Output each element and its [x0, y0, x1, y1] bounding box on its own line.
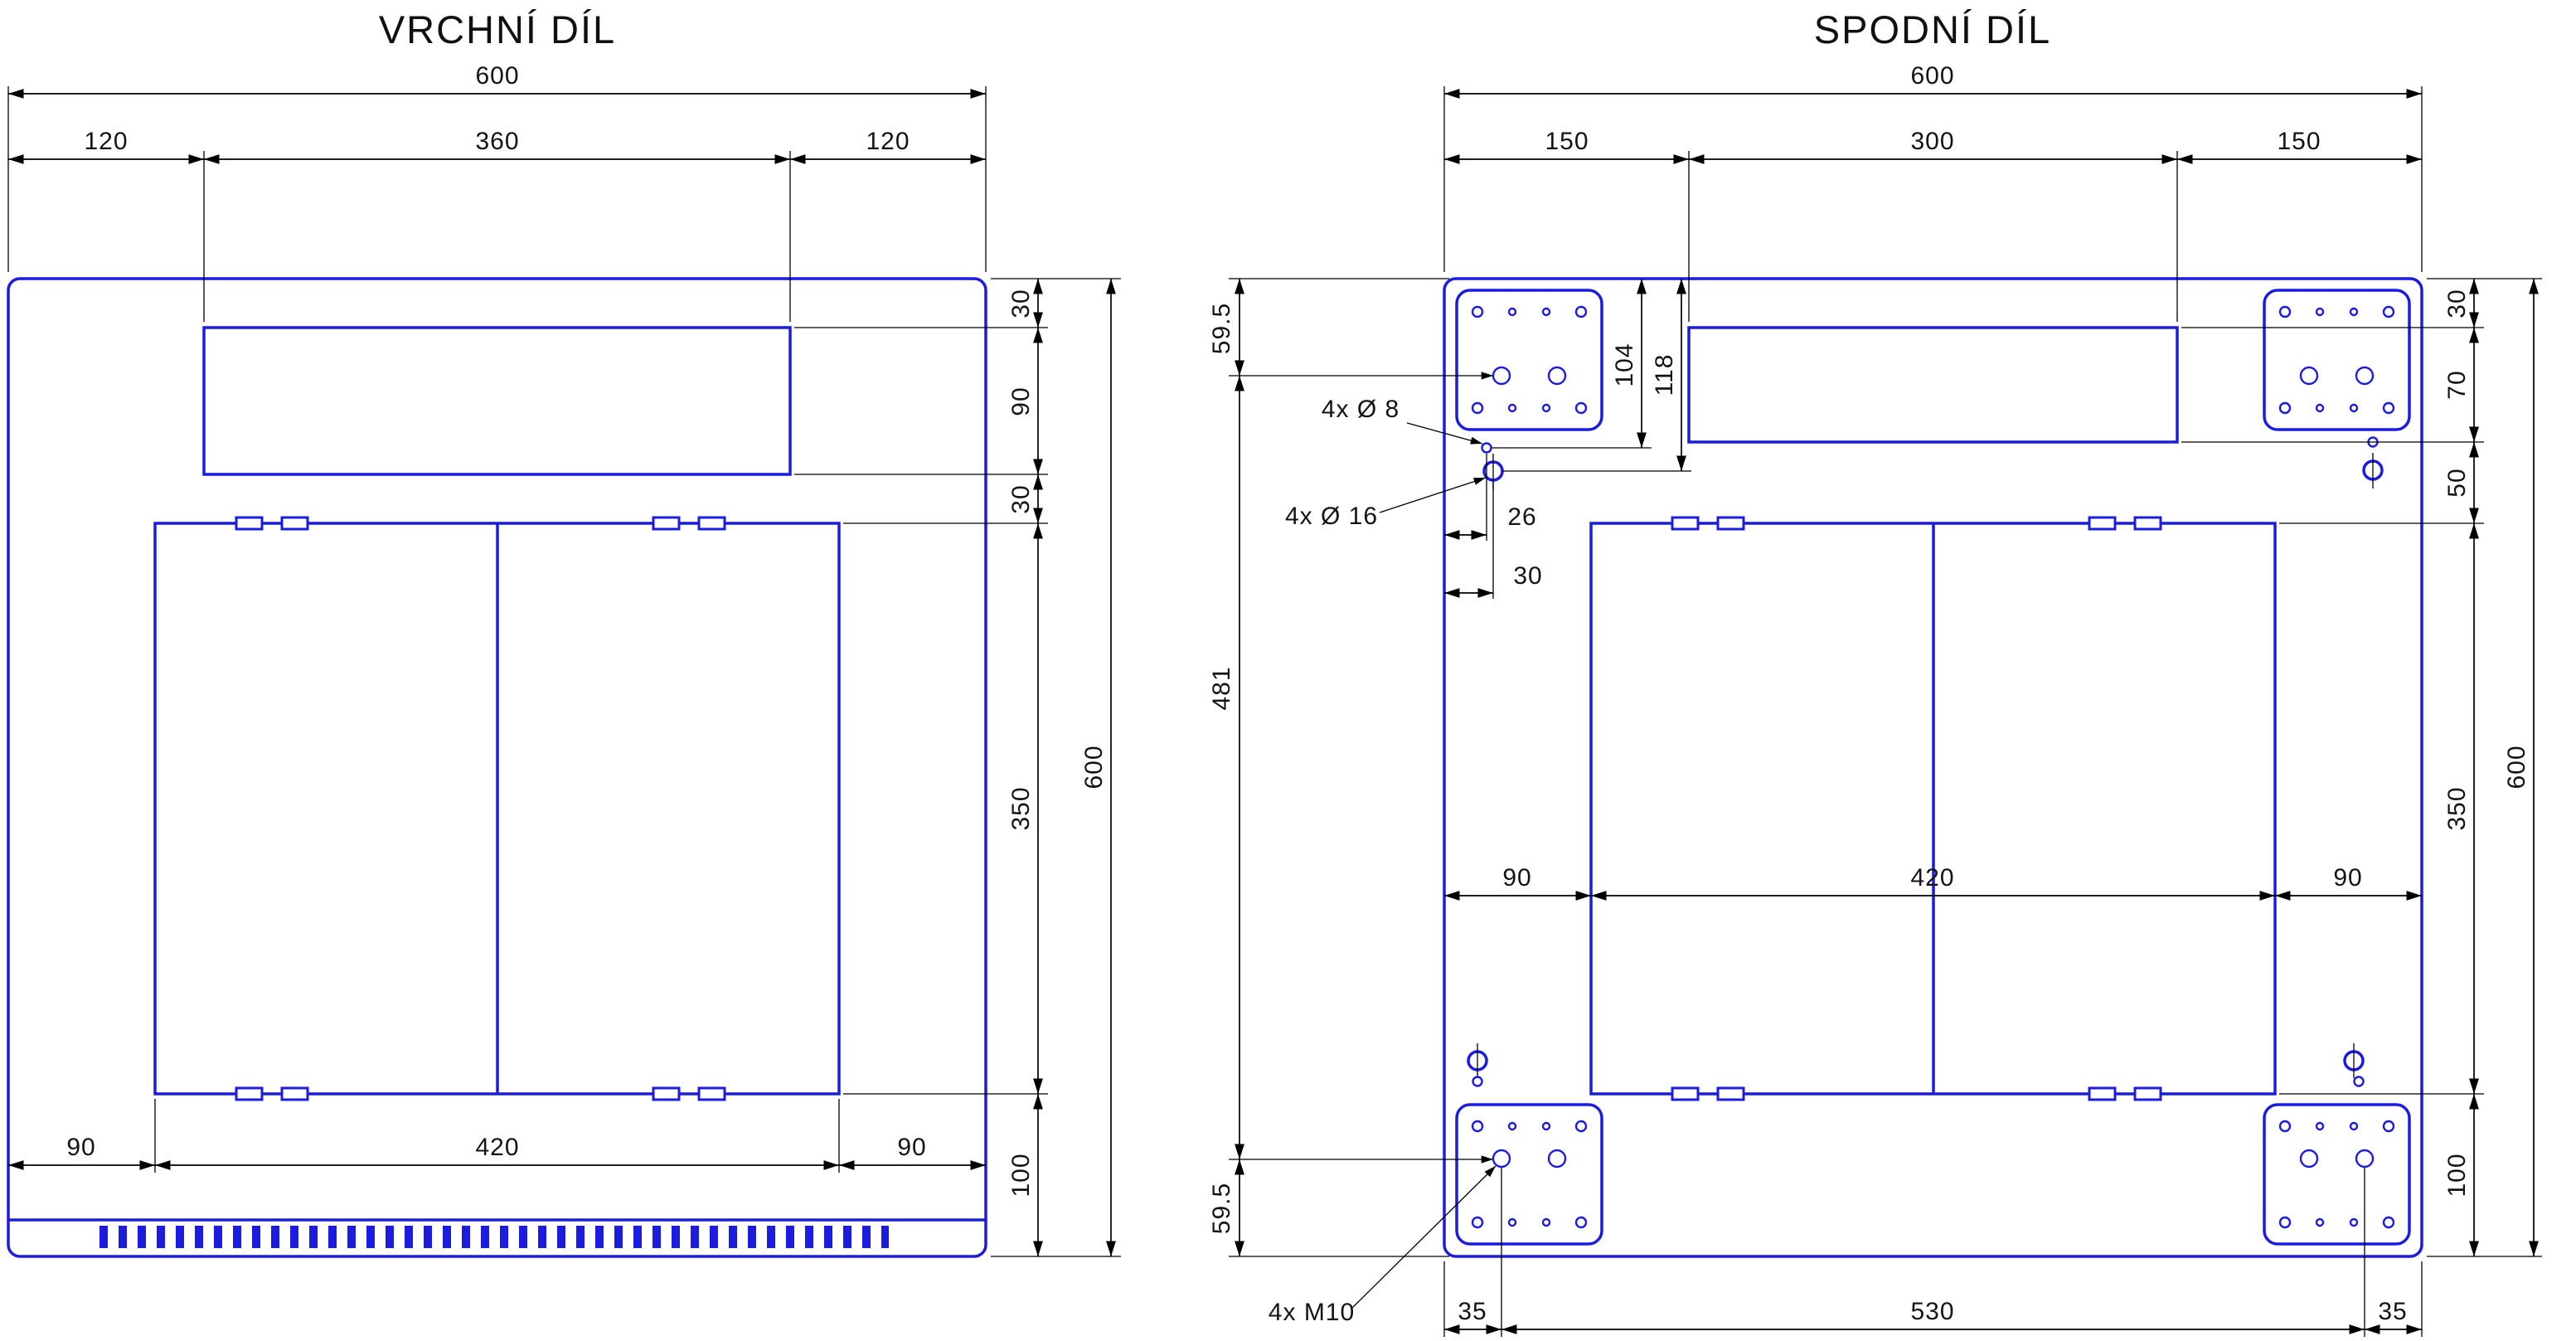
dim-right-4: 350	[1007, 786, 1035, 830]
dim-hole-118: 118	[1651, 354, 1678, 396]
bottom-part-edge-slots	[1671, 516, 2162, 1101]
hole-d8-bottom-left	[1472, 1076, 1483, 1087]
dim-right-4: 350	[2443, 786, 2471, 830]
top-part-dimensions: 600 120 360 120 30 90 30 350 10	[7, 62, 1121, 1257]
dim-top-left: 150	[1545, 128, 1589, 155]
bottom-part-drawing: SPODNÍ DÍL	[1208, 7, 2542, 1337]
dim-right-3: 30	[1007, 484, 1035, 513]
dim-left-middle: 481	[1208, 666, 1235, 710]
dim-hole-30: 30	[1513, 562, 1542, 590]
top-part-drawing: VRCHNÍ DÍL 600	[7, 7, 1121, 1258]
bottom-part-outline	[1443, 277, 2423, 1258]
dim-right-5: 100	[1007, 1153, 1035, 1197]
top-part-edge-slots	[235, 516, 726, 1101]
corner-holes	[1467, 436, 2384, 1087]
dim-mid-left: 90	[1502, 864, 1531, 892]
dim-right-2: 70	[2443, 370, 2471, 399]
dim-bottom-right: 35	[2378, 1298, 2407, 1325]
dim-top-right: 120	[866, 128, 910, 155]
dim-hole-26: 26	[1507, 503, 1536, 531]
dim-bottom-middle: 530	[1910, 1298, 1954, 1325]
dim-right-5: 100	[2443, 1153, 2471, 1197]
callout-4x-d8: 4x Ø 8	[1322, 396, 1400, 423]
dim-top-total-width: 600	[475, 62, 519, 90]
top-part-geometry	[7, 277, 987, 1258]
mounting-plate-top-right	[2263, 289, 2411, 431]
mounting-plate-bottom-right	[2263, 1103, 2411, 1246]
dim-left-bottom: 59.5	[1208, 1183, 1235, 1234]
dim-total-height: 600	[2503, 745, 2530, 789]
dim-bottom-middle: 420	[475, 1134, 519, 1161]
dim-right-3: 50	[2443, 468, 2471, 497]
callout-4x-m10: 4x M10	[1269, 1299, 1355, 1326]
dim-hole-104: 104	[1611, 343, 1638, 386]
top-part-title: VRCHNÍ DÍL	[379, 7, 616, 51]
dim-right-1: 30	[2443, 289, 2471, 318]
dim-right-2: 90	[1007, 386, 1035, 415]
dim-left-top: 59.5	[1208, 303, 1235, 354]
hole-d8-bottom-right	[2353, 1076, 2365, 1087]
dim-mid-middle: 420	[1910, 864, 1954, 892]
mounting-plate-bottom-left	[1455, 1103, 1603, 1246]
ventilation-slots	[99, 1226, 889, 1248]
hole-d8-top-left	[1481, 442, 1492, 454]
dim-bottom-left: 35	[1458, 1298, 1487, 1325]
dim-top-middle: 360	[475, 128, 519, 155]
bottom-part-title: SPODNÍ DÍL	[1814, 7, 2051, 51]
dim-bottom-right: 90	[897, 1134, 926, 1161]
dim-mid-right: 90	[2333, 864, 2362, 892]
mounting-plate-top-left	[1455, 289, 1603, 431]
callout-4x-d16: 4x Ø 16	[1285, 503, 1378, 530]
bottom-part-dimensions: 600 150 300 150 30 70 50 350 10	[1208, 62, 2542, 1337]
bottom-part-geometry	[1443, 277, 2423, 1258]
bottom-part-upper-opening	[1687, 326, 2179, 444]
dim-top-right: 150	[2277, 128, 2321, 155]
top-part-upper-opening	[202, 326, 792, 476]
dim-top-left: 120	[84, 128, 128, 155]
dim-bottom-left: 90	[66, 1134, 95, 1161]
dim-total-height: 600	[1080, 745, 1108, 789]
top-part-outline	[7, 277, 987, 1258]
dim-top-middle: 300	[1910, 128, 1954, 155]
dim-top-total-width: 600	[1910, 62, 1954, 90]
dim-right-1: 30	[1007, 289, 1035, 318]
